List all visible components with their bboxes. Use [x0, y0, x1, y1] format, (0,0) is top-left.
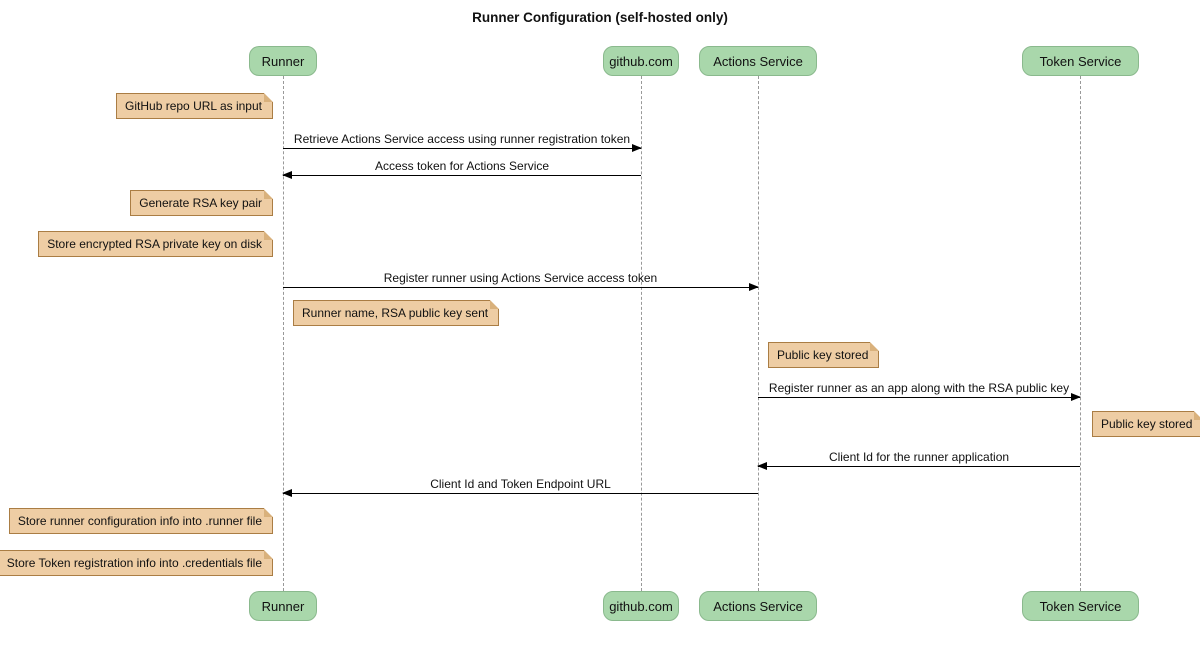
- note-generate-rsa: Generate RSA key pair: [130, 190, 273, 216]
- arrow-line: [282, 489, 758, 497]
- participant-github-top: github.com: [603, 46, 679, 76]
- message-label: Register runner as an app along with the…: [768, 381, 1070, 395]
- note-store-private-key: Store encrypted RSA private key on disk: [38, 231, 273, 257]
- message-label: Retrieve Actions Service access using ru…: [293, 132, 631, 146]
- arrowhead-left-icon: [757, 462, 767, 470]
- arrowhead-left-icon: [282, 171, 292, 179]
- message-retrieve-actions-access: Retrieve Actions Service access using ru…: [283, 132, 642, 152]
- message-client-id-endpoint: Client Id and Token Endpoint URL: [282, 477, 758, 497]
- arrowhead-right-icon: [632, 144, 642, 152]
- lifeline-runner: [283, 76, 284, 591]
- note-runner-name-sent: Runner name, RSA public key sent: [293, 300, 500, 326]
- message-client-id: Client Id for the runner application: [757, 450, 1080, 470]
- arrowhead-right-icon: [1071, 393, 1081, 401]
- note-store-credentials-file: Store Token registration info into .cred…: [0, 550, 274, 576]
- arrowhead-right-icon: [749, 283, 759, 291]
- arrow-line: [757, 462, 1080, 470]
- arrow-line: [282, 171, 641, 179]
- arrow-line: [283, 144, 642, 152]
- diagram-title: Runner Configuration (self-hosted only): [472, 10, 728, 25]
- participant-token-service-top: Token Service: [1022, 46, 1139, 76]
- message-label: Register runner using Actions Service ac…: [383, 271, 658, 285]
- note-public-key-stored-token: Public key stored: [1092, 411, 1200, 437]
- message-register-runner: Register runner using Actions Service ac…: [283, 271, 759, 291]
- participant-runner-top: Runner: [249, 46, 317, 76]
- arrow-line: [758, 393, 1081, 401]
- message-label: Client Id for the runner application: [828, 450, 1010, 464]
- arrow-line: [283, 283, 759, 291]
- note-repo-url-input: GitHub repo URL as input: [116, 93, 273, 119]
- lifeline-token-service: [1080, 76, 1081, 591]
- message-label: Access token for Actions Service: [374, 159, 550, 173]
- arrowhead-left-icon: [282, 489, 292, 497]
- participant-runner-bottom: Runner: [249, 591, 317, 621]
- message-register-app: Register runner as an app along with the…: [758, 381, 1081, 401]
- note-public-key-stored-actions: Public key stored: [768, 342, 880, 368]
- participant-actions-service-bottom: Actions Service: [699, 591, 817, 621]
- message-label: Client Id and Token Endpoint URL: [430, 477, 611, 491]
- lifeline-github: [641, 76, 642, 591]
- note-store-runner-file: Store runner configuration info into .ru…: [8, 508, 274, 534]
- lifeline-actions-service: [758, 76, 759, 591]
- participant-github-bottom: github.com: [603, 591, 679, 621]
- message-access-token: Access token for Actions Service: [282, 159, 641, 179]
- participant-actions-service-top: Actions Service: [699, 46, 817, 76]
- participant-token-service-bottom: Token Service: [1022, 591, 1139, 621]
